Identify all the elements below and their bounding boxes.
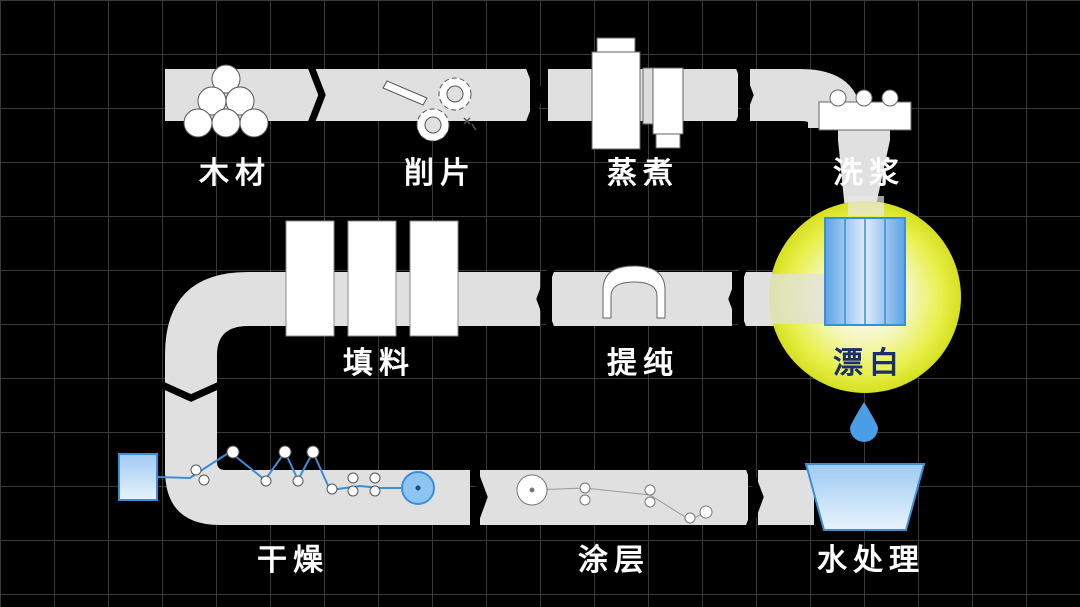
- label-wash: 洗浆: [833, 156, 905, 191]
- water-drop-icon: [850, 402, 878, 442]
- conveyor-path: [165, 69, 862, 525]
- step-labels: 木材 削片 蒸煮 洗浆 填料 提纯 漂白 干燥 涂层 水处理: [198, 156, 925, 578]
- label-dry: 干燥: [257, 543, 329, 578]
- label-purify: 提纯: [607, 346, 679, 381]
- filler-blocks-icon: [285, 220, 459, 337]
- label-cook: 蒸煮: [607, 156, 679, 191]
- label-bleach: 漂白: [833, 346, 905, 381]
- label-coat: 涂层: [578, 543, 650, 578]
- log-pile-icon: [183, 64, 269, 138]
- label-water: 水处理: [817, 543, 925, 578]
- label-chip: 削片: [404, 156, 476, 191]
- gear-icon: [382, 77, 477, 142]
- label-filler: 填料: [343, 346, 415, 381]
- label-wood: 木材: [198, 156, 271, 191]
- coater-roller-icon: [516, 474, 713, 524]
- bleach-tank-icon: [768, 196, 961, 393]
- digester-tank-icon: [591, 37, 684, 150]
- washer-roller-icon: [818, 89, 912, 210]
- refiner-icon: [602, 265, 666, 319]
- flow-chevrons: [158, 62, 764, 532]
- water-tank-icon: [804, 463, 926, 531]
- dryer-roller-icon: [118, 445, 435, 505]
